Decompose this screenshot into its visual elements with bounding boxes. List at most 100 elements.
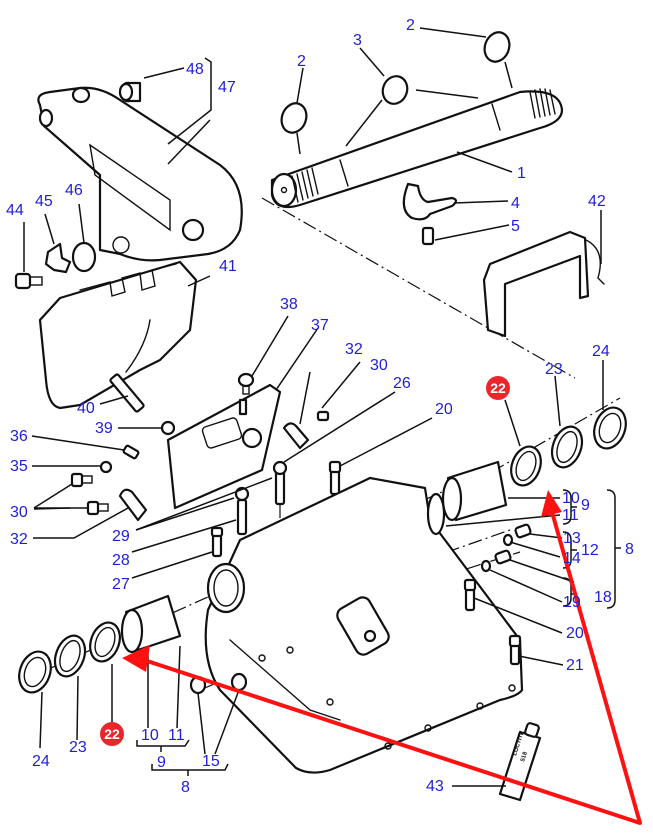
label-2-right: 2 bbox=[406, 17, 415, 34]
screw-36 bbox=[122, 444, 140, 460]
bolt-21 bbox=[508, 634, 522, 666]
clip-32-left bbox=[118, 488, 148, 522]
tube-label-2: 518 bbox=[520, 751, 529, 763]
label-43: 43 bbox=[426, 778, 444, 795]
label-18: 18 bbox=[594, 589, 612, 606]
callout-labels: 1 2 2 3 4 5 8 8 9 9 10 10 11 11 12 13 14… bbox=[6, 17, 634, 796]
label-2-left: 2 bbox=[297, 53, 306, 70]
label-32-left: 32 bbox=[10, 531, 28, 548]
washer-35 bbox=[99, 460, 113, 474]
lift-housing bbox=[204, 476, 524, 774]
clip-32-right bbox=[282, 422, 310, 450]
label-11-right: 11 bbox=[562, 507, 579, 524]
label-14: 14 bbox=[563, 550, 581, 567]
label-40: 40 bbox=[77, 400, 95, 417]
highlight-badge-22-upper: 22 bbox=[486, 376, 510, 400]
label-42: 42 bbox=[588, 193, 606, 210]
label-19: 19 bbox=[563, 594, 581, 611]
label-35: 35 bbox=[10, 458, 28, 475]
label-24-lower: 24 bbox=[32, 753, 50, 770]
plug-18 bbox=[494, 549, 512, 565]
bushing-10-upper bbox=[441, 460, 508, 522]
label-27: 27 bbox=[112, 576, 130, 593]
label-22-upper: 22 bbox=[490, 380, 506, 396]
bolt-30-right bbox=[316, 410, 330, 422]
label-38: 38 bbox=[280, 296, 298, 313]
label-21: 21 bbox=[566, 657, 584, 674]
label-30-left: 30 bbox=[10, 504, 28, 521]
highlight-arrows bbox=[122, 490, 642, 825]
o-ring-2-left bbox=[280, 102, 308, 134]
label-13: 13 bbox=[563, 530, 581, 547]
label-32-right: 32 bbox=[345, 341, 363, 358]
label-4: 4 bbox=[511, 195, 520, 212]
link-rod-40 bbox=[109, 319, 151, 413]
label-30-right: 30 bbox=[370, 357, 388, 374]
label-28: 28 bbox=[112, 552, 130, 569]
arrowhead-upper bbox=[541, 490, 562, 517]
o-ring-14 bbox=[502, 533, 514, 547]
label-12: 12 bbox=[581, 542, 599, 559]
bolt-20-side bbox=[463, 578, 477, 612]
label-11-bottom: 11 bbox=[168, 727, 185, 744]
lift-shaft bbox=[270, 88, 564, 209]
label-9-bottom: 9 bbox=[157, 754, 166, 771]
retainer-4 bbox=[402, 182, 458, 246]
label-20-side: 20 bbox=[566, 625, 584, 642]
lever-arm-47 bbox=[37, 86, 243, 262]
label-10-bottom: 10 bbox=[141, 727, 159, 744]
stud-26 bbox=[272, 460, 288, 506]
bushing-48 bbox=[118, 81, 142, 103]
ring-23-lower bbox=[53, 634, 87, 678]
label-39: 39 bbox=[95, 420, 113, 437]
label-29: 29 bbox=[112, 528, 130, 545]
label-26: 26 bbox=[393, 375, 411, 392]
seal-22-lower bbox=[89, 621, 121, 663]
o-ring-19 bbox=[480, 559, 492, 573]
label-45: 45 bbox=[35, 193, 53, 210]
arrowhead-lower bbox=[122, 645, 150, 672]
cover-41 bbox=[38, 260, 198, 410]
bolt-30-lower bbox=[86, 500, 109, 516]
control-plate-37 bbox=[166, 383, 282, 510]
label-8-right: 8 bbox=[625, 541, 634, 558]
stud-28 bbox=[234, 486, 250, 536]
label-36: 36 bbox=[10, 428, 28, 445]
label-24-upper: 24 bbox=[592, 343, 610, 360]
label-15: 15 bbox=[202, 753, 220, 770]
label-41: 41 bbox=[219, 258, 237, 275]
bracket-42 bbox=[482, 230, 605, 338]
sealant-tube-43: LOCTITE 518 bbox=[498, 722, 542, 802]
bearing-24-lower bbox=[18, 650, 52, 694]
label-48: 48 bbox=[186, 61, 204, 78]
label-23-lower: 23 bbox=[69, 739, 87, 756]
label-8-bottom: 8 bbox=[181, 779, 190, 796]
circlip-3 bbox=[381, 75, 409, 105]
bolt-27 bbox=[210, 526, 224, 558]
seal-22-upper bbox=[510, 445, 542, 487]
knob-38 bbox=[237, 372, 255, 395]
label-1: 1 bbox=[517, 165, 526, 182]
label-9-right: 9 bbox=[581, 497, 590, 514]
group-brackets bbox=[136, 489, 621, 776]
plug-13 bbox=[514, 523, 532, 539]
label-20-top: 20 bbox=[435, 401, 453, 418]
label-47: 47 bbox=[218, 79, 236, 96]
label-10-right: 10 bbox=[562, 490, 580, 507]
highlight-badge-22-lower: 22 bbox=[100, 722, 124, 746]
bolt-20-top bbox=[328, 460, 342, 496]
bolt-44 bbox=[14, 272, 43, 290]
label-5: 5 bbox=[511, 218, 520, 235]
label-23-upper: 23 bbox=[545, 361, 563, 378]
bushing-10-lower bbox=[120, 594, 182, 654]
label-22-lower: 22 bbox=[104, 726, 120, 742]
label-37: 37 bbox=[311, 317, 329, 334]
ring-23-upper bbox=[550, 425, 584, 469]
o-ring-2-right bbox=[483, 31, 511, 63]
label-46: 46 bbox=[65, 182, 83, 199]
bearing-24-upper bbox=[593, 406, 627, 450]
bolt-30-upper bbox=[70, 472, 93, 488]
lock-plate-45 bbox=[44, 242, 72, 274]
washer-46 bbox=[71, 241, 97, 273]
